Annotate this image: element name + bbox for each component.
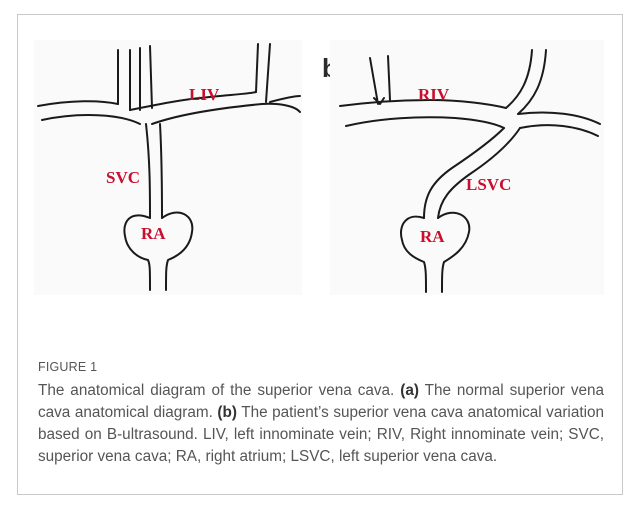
anatomical-diagram: LIV SVC RA RIV LSVC RA [0,0,640,360]
panel-b-ra-label: RA [420,227,445,246]
caption-marker-b: (b) [217,404,237,421]
caption-text: The anatomical diagram of the superior v… [38,380,604,468]
panel-a-liv-label: LIV [189,85,220,104]
panel-a-svc-label: SVC [106,168,140,187]
panel-b-background [330,40,604,295]
panel-a-ra-label: RA [141,224,166,243]
panel-a-background [34,40,302,295]
panel-b-riv-label: RIV [418,85,450,104]
caption-marker-a: (a) [400,382,419,399]
caption-intro: The anatomical diagram of the superior v… [38,382,394,399]
panel-b-lsvc-label: LSVC [466,175,511,194]
figure-number: FIGURE 1 [38,360,604,374]
figure-caption: FIGURE 1 The anatomical diagram of the s… [38,360,604,468]
